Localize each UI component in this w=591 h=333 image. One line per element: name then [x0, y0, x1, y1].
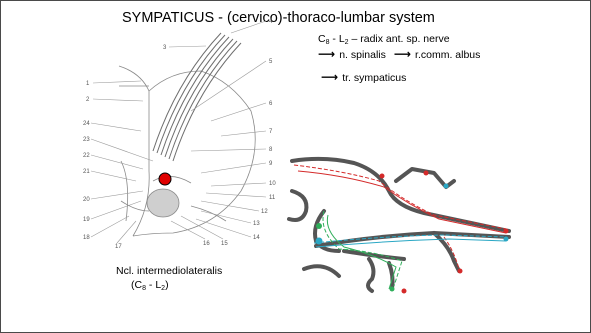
diagram-label-8: 8: [269, 147, 273, 153]
diagram-label-18: 18: [83, 235, 90, 241]
segment-range: C8 - L2 – radix ant. sp. nerve: [318, 33, 450, 46]
arrow-right-icon: ⟶: [321, 72, 338, 82]
diagram-label-6: 6: [269, 101, 273, 107]
pathway-diagram: [284, 151, 519, 303]
diagram-label-15: 15: [221, 241, 228, 247]
diagram-label-21: 21: [83, 169, 90, 175]
diagram-label-19: 19: [83, 217, 90, 223]
diagram-label-12: 12: [261, 209, 268, 215]
diagram-label-1: 1: [86, 81, 90, 87]
nucleus-caption-line1: Ncl. intermediolateralis: [116, 265, 222, 277]
diagram-label-7: 7: [269, 129, 273, 135]
diagram-label-17: 17: [115, 244, 122, 250]
flow-row-2: ⟶ tr. sympaticus: [321, 72, 406, 84]
diagram-label-13: 13: [253, 221, 260, 227]
flow-item-albus: r.comm. albus: [415, 49, 480, 61]
diagram-label-5: 5: [269, 59, 273, 65]
diagram-label-11: 11: [269, 195, 276, 201]
diagram-number-labels: 1 2 3 4 5 6 7 8 9 10 11 12 13 14 15 16 1…: [81, 11, 293, 251]
flow-item-spinalis: n. spinalis: [339, 49, 386, 61]
diagram-label-23: 23: [83, 137, 90, 143]
flow-row-1: ⟶ n. spinalis ⟶ r.comm. albus: [318, 49, 480, 61]
diagram-label-14: 14: [253, 235, 260, 241]
diagram-label-3: 3: [163, 45, 167, 51]
diagram-label-20: 20: [83, 197, 90, 203]
flow-item-sympaticus: tr. sympaticus: [342, 72, 406, 84]
diagram-label-22: 22: [83, 153, 90, 159]
diagram-label-4: 4: [269, 19, 273, 25]
diagram-label-16: 16: [203, 241, 210, 247]
arrow-right-icon: ⟶: [318, 49, 335, 59]
diagram-label-9: 9: [269, 161, 273, 167]
diagram-label-10: 10: [269, 181, 276, 187]
diagram-label-2: 2: [86, 97, 90, 103]
arrow-right-icon: ⟶: [394, 49, 411, 59]
diagram-label-24: 24: [83, 121, 90, 127]
nucleus-caption-line2: (C8 - L2): [131, 279, 169, 292]
